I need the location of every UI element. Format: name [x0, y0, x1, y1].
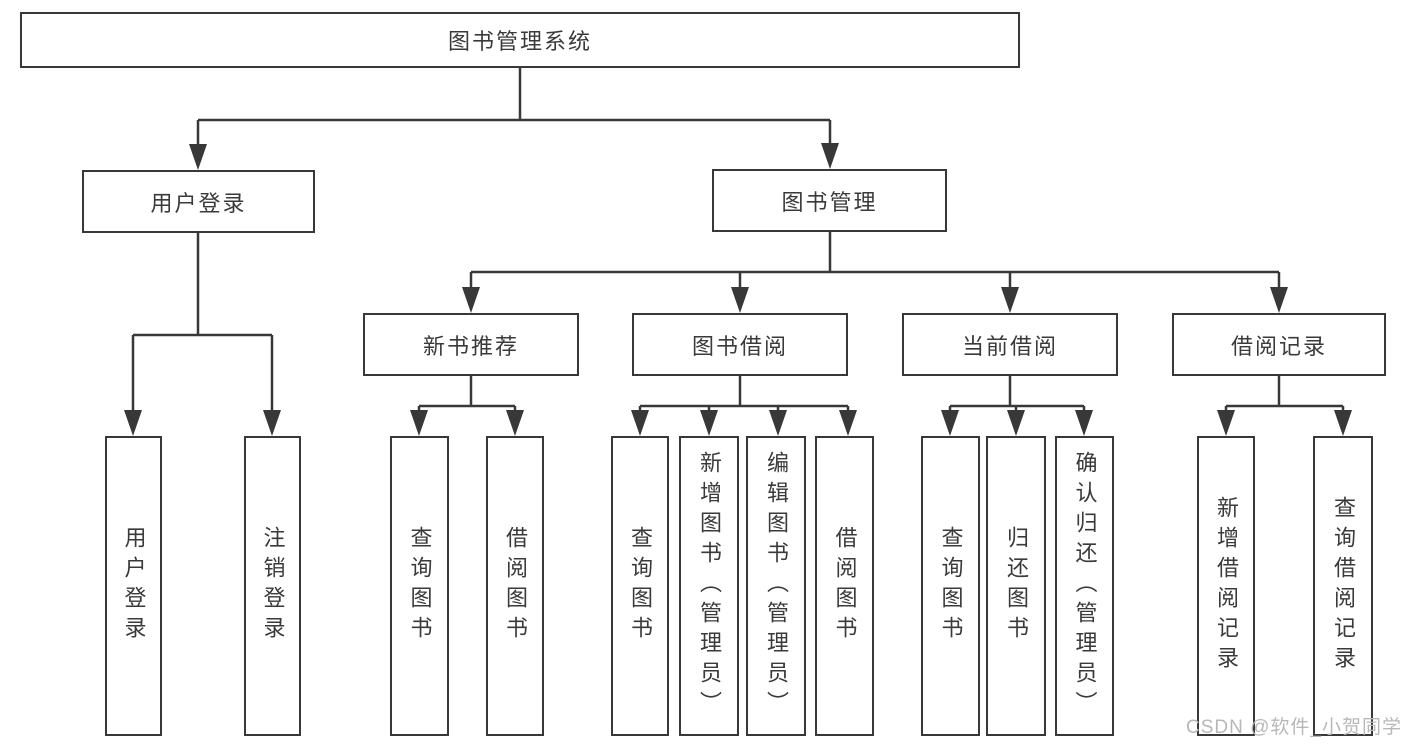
- node-new-book-recommend: 新书推荐: [363, 313, 579, 376]
- leaf-current-query: 查询图书: [921, 436, 980, 736]
- node-current-borrow: 当前借阅: [902, 313, 1118, 376]
- leaf-records-add: 新增借阅记录: [1197, 436, 1255, 736]
- connector-newbooks-to-children: [410, 376, 524, 436]
- connector-current-to-children: [941, 376, 1093, 436]
- node-borrow-records: 借阅记录: [1172, 313, 1386, 376]
- csdn-watermark: CSDN @软件_小贺同学: [1186, 717, 1402, 738]
- leaf-records-query: 查询借阅记录: [1313, 436, 1373, 736]
- leaf-borrow-query: 查询图书: [611, 436, 669, 736]
- connector-root-to-level2: [189, 68, 839, 170]
- connector-userlogin-to-children: [124, 233, 281, 436]
- arrow-down-icon: [769, 410, 787, 436]
- connector-borrow-to-children: [631, 376, 857, 436]
- arrow-down-icon: [631, 410, 649, 436]
- arrow-down-icon: [941, 410, 959, 436]
- arrow-down-icon: [700, 410, 718, 436]
- leaf-newbooks-query: 查询图书: [390, 436, 449, 736]
- leaf-borrow-edit-admin: 编辑图书（管理员）: [746, 436, 806, 736]
- node-root-system: 图书管理系统: [20, 12, 1020, 68]
- leaf-current-confirm-admin: 确认归还（管理员）: [1055, 436, 1114, 736]
- leaf-user-login: 用户登录: [105, 436, 162, 736]
- arrow-down-icon: [1007, 410, 1025, 436]
- arrow-down-icon: [506, 410, 524, 436]
- node-user-login-branch: 用户登录: [82, 170, 315, 233]
- connector-bookmgmt-to-level3: [462, 232, 1288, 313]
- connector-records-to-children: [1217, 376, 1352, 436]
- arrow-down-icon: [731, 287, 749, 313]
- leaf-logout: 注销登录: [244, 436, 301, 736]
- arrow-down-icon: [1270, 287, 1288, 313]
- arrow-down-icon: [1217, 410, 1235, 436]
- node-book-borrow: 图书借阅: [632, 313, 848, 376]
- leaf-newbooks-borrow: 借阅图书: [486, 436, 544, 736]
- arrow-down-icon: [124, 410, 142, 436]
- arrow-down-icon: [839, 410, 857, 436]
- leaf-current-return: 归还图书: [986, 436, 1046, 736]
- arrow-down-icon: [1334, 410, 1352, 436]
- leaf-borrow-add-admin: 新增图书（管理员）: [679, 436, 739, 736]
- node-book-management-branch: 图书管理: [712, 169, 947, 232]
- leaf-borrow-book: 借阅图书: [815, 436, 874, 736]
- arrow-down-icon: [189, 144, 207, 170]
- arrow-down-icon: [462, 287, 480, 313]
- arrow-down-icon: [263, 410, 281, 436]
- arrow-down-icon: [1001, 287, 1019, 313]
- arrow-down-icon: [821, 143, 839, 169]
- arrow-down-icon: [1075, 410, 1093, 436]
- arrow-down-icon: [410, 410, 428, 436]
